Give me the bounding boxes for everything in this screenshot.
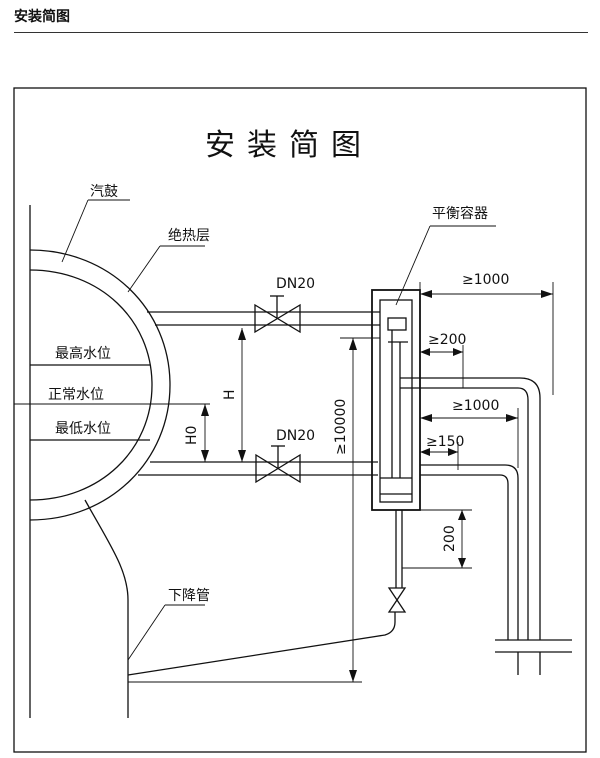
diagram-title: 安装简图 xyxy=(205,128,373,163)
diagram-frame xyxy=(13,87,587,753)
label-max-level: 最高水位 xyxy=(55,345,111,362)
label-downcomer: 下降管 xyxy=(168,588,210,604)
label-dim-1000-mid: ≥1000 xyxy=(452,398,499,414)
leader-drum-diag xyxy=(61,199,89,263)
label-valve-top: DN20 xyxy=(276,276,315,292)
leader-downcomer-diag xyxy=(127,604,166,661)
label-dim-10000: ≥10000 xyxy=(333,399,349,455)
outlet-pipe-upper-outer xyxy=(400,387,529,640)
header-divider xyxy=(14,32,588,33)
balance-vessel-cup xyxy=(387,317,407,331)
outlet-pipe-lower xyxy=(420,464,519,640)
label-balance-vessel: 平衡容器 xyxy=(432,205,488,222)
label-dim-H0: H0 xyxy=(184,426,200,445)
label-dim-150: ≥150 xyxy=(426,434,464,450)
downcomer-pipe xyxy=(84,499,129,718)
label-insulation: 绝热层 xyxy=(168,228,210,244)
drum-inner-shell xyxy=(29,269,153,501)
label-normal-level: 正常水位 xyxy=(48,387,104,403)
label-drum: 汽鼓 xyxy=(90,184,118,200)
drain-valve xyxy=(387,587,407,613)
drum-outer-shell xyxy=(29,249,171,521)
label-dim-1000-top: ≥1000 xyxy=(462,272,509,288)
label-dim-H: H xyxy=(222,389,238,400)
outlet-pipe-lower-outer xyxy=(420,474,509,640)
label-min-level: 最低水位 xyxy=(55,421,111,437)
balance-vessel-outer xyxy=(371,289,421,511)
leader-vessel-diag xyxy=(395,225,431,306)
label-dim-200-bottom: 200 xyxy=(442,525,458,552)
drain-line xyxy=(127,612,396,676)
upper-valve xyxy=(254,303,301,334)
outlet-pipe-upper xyxy=(400,377,541,640)
leader-insulation-diag xyxy=(127,245,161,293)
lower-valve xyxy=(255,453,301,484)
label-dim-200-right: ≥200 xyxy=(428,332,466,348)
balance-vessel-inner xyxy=(379,299,413,503)
page-header: 安装简图 xyxy=(14,9,70,25)
label-valve-bottom: DN20 xyxy=(276,428,315,444)
